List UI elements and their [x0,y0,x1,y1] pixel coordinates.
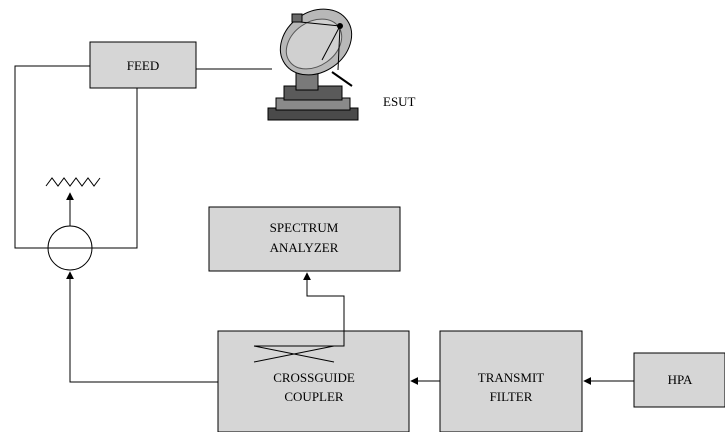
esut-label: ESUT [383,94,416,109]
transmit-filter-label-line2: FILTER [490,389,533,404]
circulator-icon [47,225,93,271]
spectrum-analyzer-label-line1: SPECTRUM [270,220,339,235]
crossguide-coupler-block: CROSSGUIDE COUPLER [217,330,410,432]
load-zigzag-icon [45,177,101,187]
feed-left-line [14,65,90,249]
transmit-filter-label-line1: TRANSMIT [478,370,545,385]
satellite-dish-icon [267,8,359,121]
crossguide-coupler-label-line1: CROSSGUIDE [273,370,355,385]
coupler-to-circulator-arrow [66,271,218,383]
spectrum-analyzer-block: SPECTRUM ANALYZER [208,206,401,272]
hpa-block: HPA [633,352,725,408]
transmit-filter-block: TRANSMIT FILTER [439,330,583,432]
feed-right-line [92,88,138,249]
feed-block: FEED [89,41,197,89]
coupler-to-analyzer-arrow [254,272,345,347]
hpa-label: HPA [668,372,693,387]
coupler-cross-line-b [253,345,335,363]
crossguide-coupler-label-line2: COUPLER [284,389,344,404]
feed-label: FEED [127,58,160,73]
spectrum-analyzer-label-line2: ANALYZER [270,240,339,255]
